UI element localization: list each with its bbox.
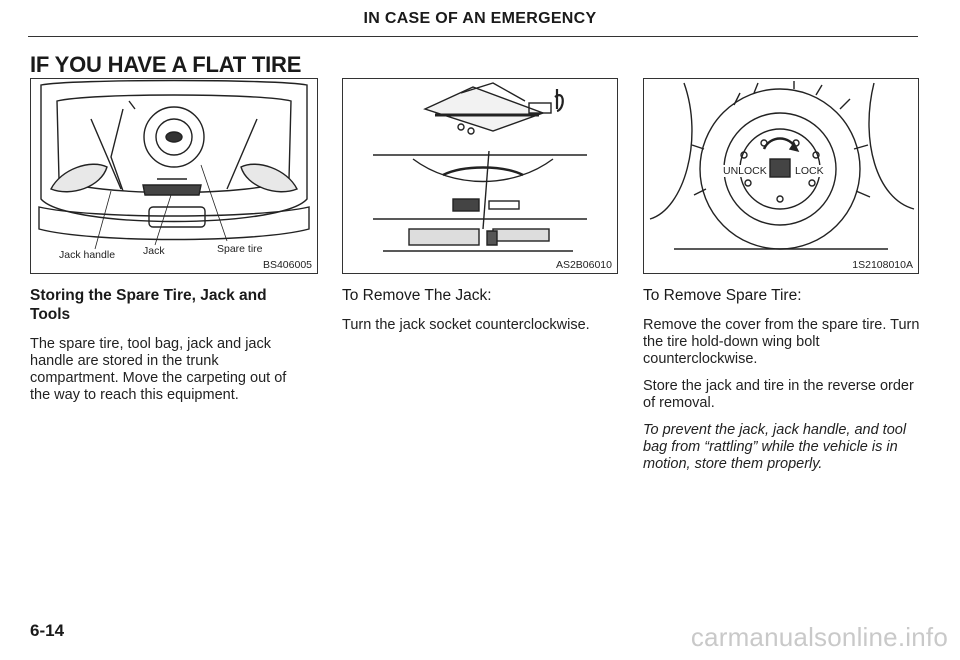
jack-removal-figure: AS2B06010	[342, 78, 618, 274]
figure-code: 1S2108010A	[850, 259, 915, 271]
lock-label: LOCK	[794, 165, 825, 177]
remove-jack-section: To Remove The Jack: Turn the jack socket…	[342, 286, 622, 344]
header-rule	[28, 36, 918, 37]
spare-tire-removal-illustration	[649, 81, 915, 250]
jack-handle-label: Jack handle	[59, 249, 116, 261]
rattling-note: To prevent the jack, jack handle, and to…	[643, 422, 907, 472]
store-jack-tire-paragraph: Store the jack and tire in the reverse o…	[643, 378, 914, 411]
storing-spare-tire-paragraph: The spare tire, tool bag, jack and jack …	[30, 336, 287, 403]
page-number: 6-14	[30, 621, 65, 640]
unlock-label: UNLOCK	[722, 165, 768, 177]
remove-spare-tire-section: To Remove Spare Tire: Remove the cover f…	[643, 286, 923, 483]
trunk-storage-figure: Jack handle Jack Spare tire BS406005	[30, 78, 318, 274]
jack-label: Jack	[143, 245, 165, 257]
trunk-storage-illustration	[38, 79, 310, 250]
spare-tire-label: Spare tire	[217, 243, 263, 255]
jack-removal-illustration	[373, 82, 587, 252]
section-title: IF YOU HAVE A FLAT TIRE	[30, 52, 302, 77]
remove-jack-heading: To Remove The Jack:	[342, 287, 492, 304]
figure-code: AS2B06010	[553, 259, 614, 271]
remove-spare-tire-heading: To Remove Spare Tire:	[643, 287, 802, 304]
remove-spare-tire-paragraph: Remove the cover from the spare tire. Tu…	[643, 317, 920, 367]
storing-spare-tire-heading: Storing the Spare Tire, Jack and Tools	[30, 287, 267, 323]
figure-code: BS406005	[260, 259, 314, 271]
remove-jack-paragraph: Turn the jack socket counterclockwise.	[342, 317, 590, 333]
spare-tire-removal-figure: UNLOCK LOCK 1S2108010A	[643, 78, 919, 274]
storing-spare-tire-section: Storing the Spare Tire, Jack and Tools T…	[30, 286, 310, 414]
watermark: carmanualsonline.info	[690, 622, 948, 652]
page-header-title: IN CASE OF AN EMERGENCY	[363, 10, 597, 27]
